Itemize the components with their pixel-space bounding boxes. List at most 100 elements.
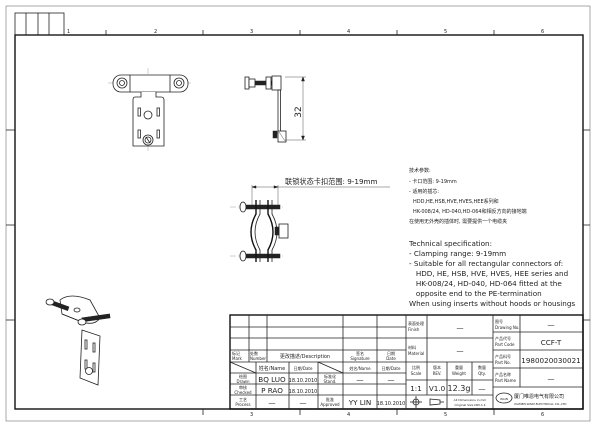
label-drawing-no: Drawing No. bbox=[495, 325, 520, 330]
label-rev: REV. bbox=[433, 371, 442, 376]
clamp-range-note: 联锁状态卡扣范围: 9-19mm bbox=[285, 177, 378, 186]
label-cn: 版本 bbox=[433, 364, 441, 370]
label-cn: 批准 bbox=[326, 396, 334, 402]
column-number: 5 bbox=[444, 29, 447, 35]
column-number: 6 bbox=[541, 29, 544, 35]
label-date: 日期/Date bbox=[382, 365, 401, 371]
label-cn: 重量 bbox=[455, 364, 463, 370]
label-cn: 图号 bbox=[495, 318, 503, 324]
column-number: 5 bbox=[444, 412, 447, 418]
label-cn: 工艺 bbox=[239, 397, 247, 402]
spec-chinese: 技术参数: - 卡口范围: 9-19mm - 适用的插芯: HDD,HE,HSB… bbox=[409, 167, 527, 225]
label-weight: Weight bbox=[452, 371, 466, 376]
spec-line: opposite end to the PE-termination bbox=[409, 289, 542, 298]
approved-name: YY LIN bbox=[348, 398, 372, 407]
outer-border bbox=[5, 5, 591, 422]
label-date: 日期/Date bbox=[294, 365, 313, 371]
label-cn: 处数 bbox=[250, 350, 258, 356]
label-scale: Scale bbox=[411, 371, 422, 376]
spec-line: - 适用的插芯: bbox=[409, 188, 439, 195]
drawing-no-value: — bbox=[547, 320, 554, 329]
clamp-view: 联锁状态卡扣范围: 9-19mm bbox=[230, 177, 390, 262]
spec-english: Technical specification: - Clamping rang… bbox=[408, 239, 575, 308]
stand-date: — bbox=[387, 375, 394, 384]
column-number: 2 bbox=[154, 29, 157, 35]
spec-line: Technical specification: bbox=[408, 239, 492, 248]
drawn-name: BQ LUO bbox=[258, 375, 286, 384]
checked-name: P RAO bbox=[261, 386, 283, 395]
label-cn: 产品代号 bbox=[495, 335, 511, 341]
finish-value: — bbox=[456, 323, 463, 332]
label-cn: 产品名称 bbox=[495, 371, 511, 377]
spec-line: - Clamping range: 9-19mm bbox=[409, 249, 506, 258]
label-part-code: Part Code bbox=[495, 342, 515, 347]
column-number: 1 bbox=[67, 29, 70, 35]
label-finish: Finish bbox=[408, 327, 420, 332]
label-date: Date bbox=[386, 356, 396, 361]
title-block: 标记 Mark 处数 Number 更改描述/Description 签名 Si… bbox=[229, 314, 584, 410]
column-number: 3 bbox=[250, 29, 253, 35]
label-cn: 审核 bbox=[239, 384, 247, 390]
column-numbers-bottom: 3 4 5 6 bbox=[250, 412, 544, 418]
weight-value: 12.3g bbox=[448, 384, 471, 393]
zone-ticks bbox=[6, 30, 590, 415]
scale-value: 1:1 bbox=[410, 384, 422, 393]
dimension-value: 32 bbox=[294, 106, 304, 117]
column-number: 6 bbox=[541, 412, 544, 418]
label-number: Number bbox=[250, 356, 266, 361]
label-description: 更改描述/Description bbox=[280, 353, 330, 360]
part-code-value: CCF-T bbox=[541, 338, 562, 347]
part-name-value: — bbox=[547, 374, 554, 383]
column-numbers-top: 1 2 3 4 5 6 bbox=[67, 29, 544, 35]
label-part-name: Part Name bbox=[495, 378, 517, 383]
checked-date: 18.10.2010 bbox=[289, 389, 318, 395]
label-cn: 比例 bbox=[412, 364, 420, 370]
label-mark: Mark bbox=[232, 356, 243, 361]
company-name-cn: 厦门唯恩电气有限公司 bbox=[514, 393, 564, 400]
spec-line: HK-008/24, HD-040,HD-064和相反方向的接地端 bbox=[413, 208, 527, 215]
column-number: 3 bbox=[250, 412, 253, 418]
label-cn: 签名 bbox=[356, 350, 364, 356]
label-material: Material bbox=[408, 351, 424, 356]
spec-line: 在使用无外壳的插体时, 需要提供一个电缆夹 bbox=[409, 218, 507, 225]
label-cn: 产品料号 bbox=[495, 353, 511, 359]
label-checked: Checked bbox=[234, 390, 252, 395]
spec-line: HK-008/24, HD-040, HD-064 fitted at the bbox=[409, 279, 562, 288]
label-process: Process bbox=[235, 402, 250, 407]
process-name: — bbox=[268, 398, 275, 407]
column-number: 4 bbox=[347, 412, 350, 418]
front-view bbox=[108, 68, 192, 152]
projection-symbols bbox=[410, 396, 444, 408]
process-date: — bbox=[299, 398, 306, 407]
company-name-en: XIAMEN WAIN ELECTRICAL CO.,LTD bbox=[514, 402, 567, 406]
label-part-no: Part No. bbox=[495, 360, 511, 365]
label-cn: 材料 bbox=[408, 344, 416, 350]
stand-name: — bbox=[356, 375, 363, 384]
drawn-date: 18.10.2010 bbox=[289, 378, 318, 384]
label-cn: 数量 bbox=[478, 364, 486, 370]
screw-eye-icon bbox=[116, 77, 128, 89]
label-name: 姓名/Name bbox=[349, 365, 371, 371]
top-left-label-block bbox=[14, 12, 65, 36]
label-drawn: Drawn bbox=[237, 379, 250, 384]
dimensions-note: All Dimensions in mm bbox=[454, 398, 487, 402]
rev-value: V1.0 bbox=[429, 384, 446, 393]
spec-line: - 卡口范围: 9-19mm bbox=[409, 178, 457, 185]
label-qty: Qty. bbox=[478, 371, 486, 376]
label-cn: 表面处理 bbox=[408, 320, 424, 326]
approved-date: 18.10.2010 bbox=[377, 401, 406, 407]
original-size-note: Original Size DIN A 4 bbox=[454, 403, 485, 407]
label-cn: 绘图 bbox=[239, 373, 247, 379]
label-cn: 标准化 bbox=[324, 373, 336, 379]
part-no-value: 1980020030021 bbox=[521, 356, 580, 365]
spec-line: 技术参数: bbox=[409, 167, 431, 174]
material-value: — bbox=[456, 346, 463, 355]
label-signature: Signature bbox=[350, 356, 370, 361]
isometric-view bbox=[45, 295, 111, 386]
screw-eye-icon bbox=[173, 77, 185, 89]
spec-line: HDD,HE,HSB,HVE,HVES,HEE系列和 bbox=[413, 198, 499, 205]
label-approved: Approved bbox=[320, 402, 340, 407]
logo-text: WAIN bbox=[500, 397, 508, 401]
